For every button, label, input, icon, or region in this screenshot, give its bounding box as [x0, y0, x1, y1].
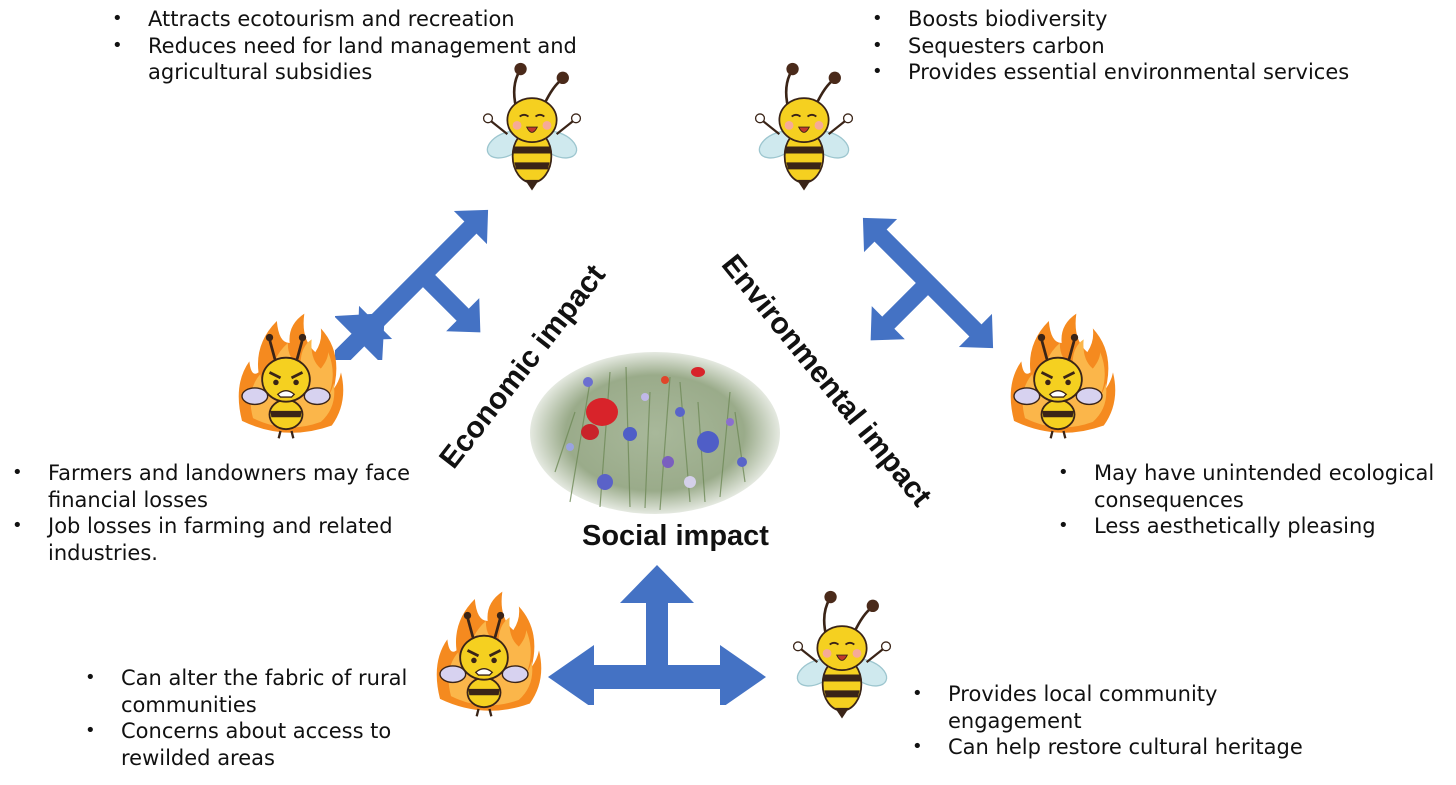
environmental-positives-list: Boosts biodiversity Sequesters carbon Pr… — [872, 6, 1392, 86]
angry-bee-on-fire-icon — [1009, 312, 1116, 440]
list-item: Reduces need for land management and agr… — [112, 33, 582, 86]
happy-bee-icon — [481, 62, 583, 192]
list-item: Provides local community engagement — [912, 681, 1332, 734]
list-item: Less aesthetically pleasing — [1058, 513, 1448, 540]
social-impact-label: Social impact — [582, 520, 769, 552]
list-item: Boosts biodiversity — [872, 6, 1392, 33]
list-item: Can alter the fabric of rural communitie… — [85, 665, 425, 718]
social-positives-list: Provides local community engagement Can … — [912, 681, 1332, 761]
social-arrow — [548, 565, 766, 705]
economic-positives-list: Attracts ecotourism and recreation Reduc… — [112, 6, 582, 86]
angry-bee-on-fire-icon — [435, 590, 542, 718]
list-item: Concerns about access to rewilded areas — [85, 718, 425, 771]
list-item: May have unintended ecological consequen… — [1058, 460, 1448, 513]
environmental-negatives-list: May have unintended ecological consequen… — [1058, 460, 1448, 540]
list-item: Can help restore cultural heritage — [912, 734, 1332, 761]
happy-bee-icon — [791, 590, 893, 720]
list-item: Sequesters carbon — [872, 33, 1392, 60]
wildflower-meadow-image — [530, 352, 780, 514]
economic-negatives-list: Farmers and landowners may face financia… — [12, 460, 422, 566]
list-item: Provides essential environmental service… — [872, 59, 1392, 86]
social-negatives-list: Can alter the fabric of rural communitie… — [85, 665, 425, 771]
list-item: Attracts ecotourism and recreation — [112, 6, 582, 33]
list-item: Job losses in farming and related indust… — [12, 513, 422, 566]
list-item: Farmers and landowners may face financia… — [12, 460, 422, 513]
happy-bee-icon — [753, 62, 855, 192]
environmental-arrow — [862, 217, 994, 349]
angry-bee-on-fire-icon — [237, 312, 344, 440]
economic-arrow — [335, 209, 489, 360]
